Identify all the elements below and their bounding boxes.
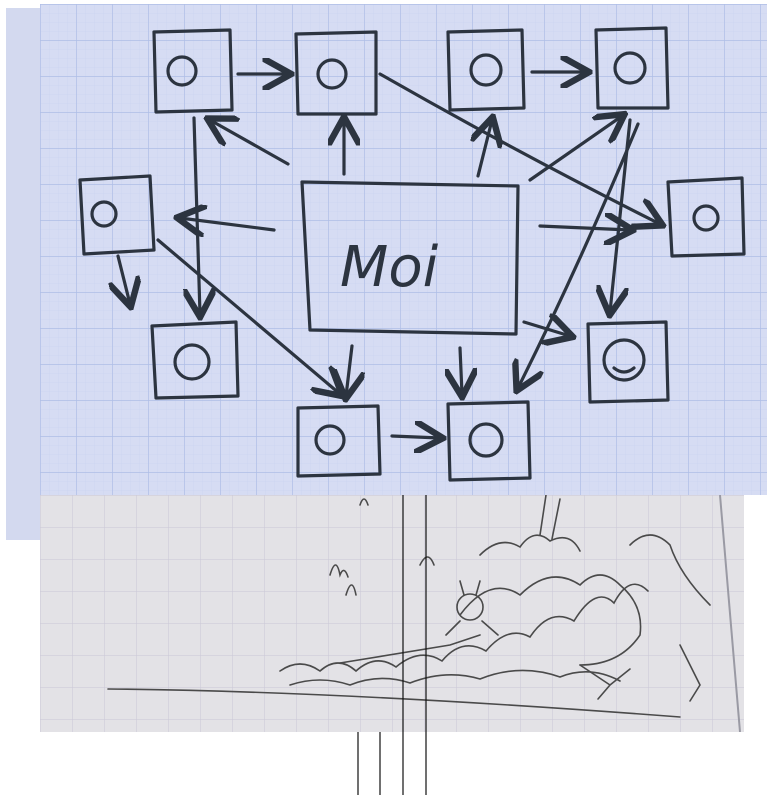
network-sketch-drawing: Moi xyxy=(40,4,767,495)
vertical-leader-lines xyxy=(340,495,450,795)
center-box-label: Moi xyxy=(340,235,439,300)
photo-network-sketch: Moi xyxy=(40,4,767,495)
